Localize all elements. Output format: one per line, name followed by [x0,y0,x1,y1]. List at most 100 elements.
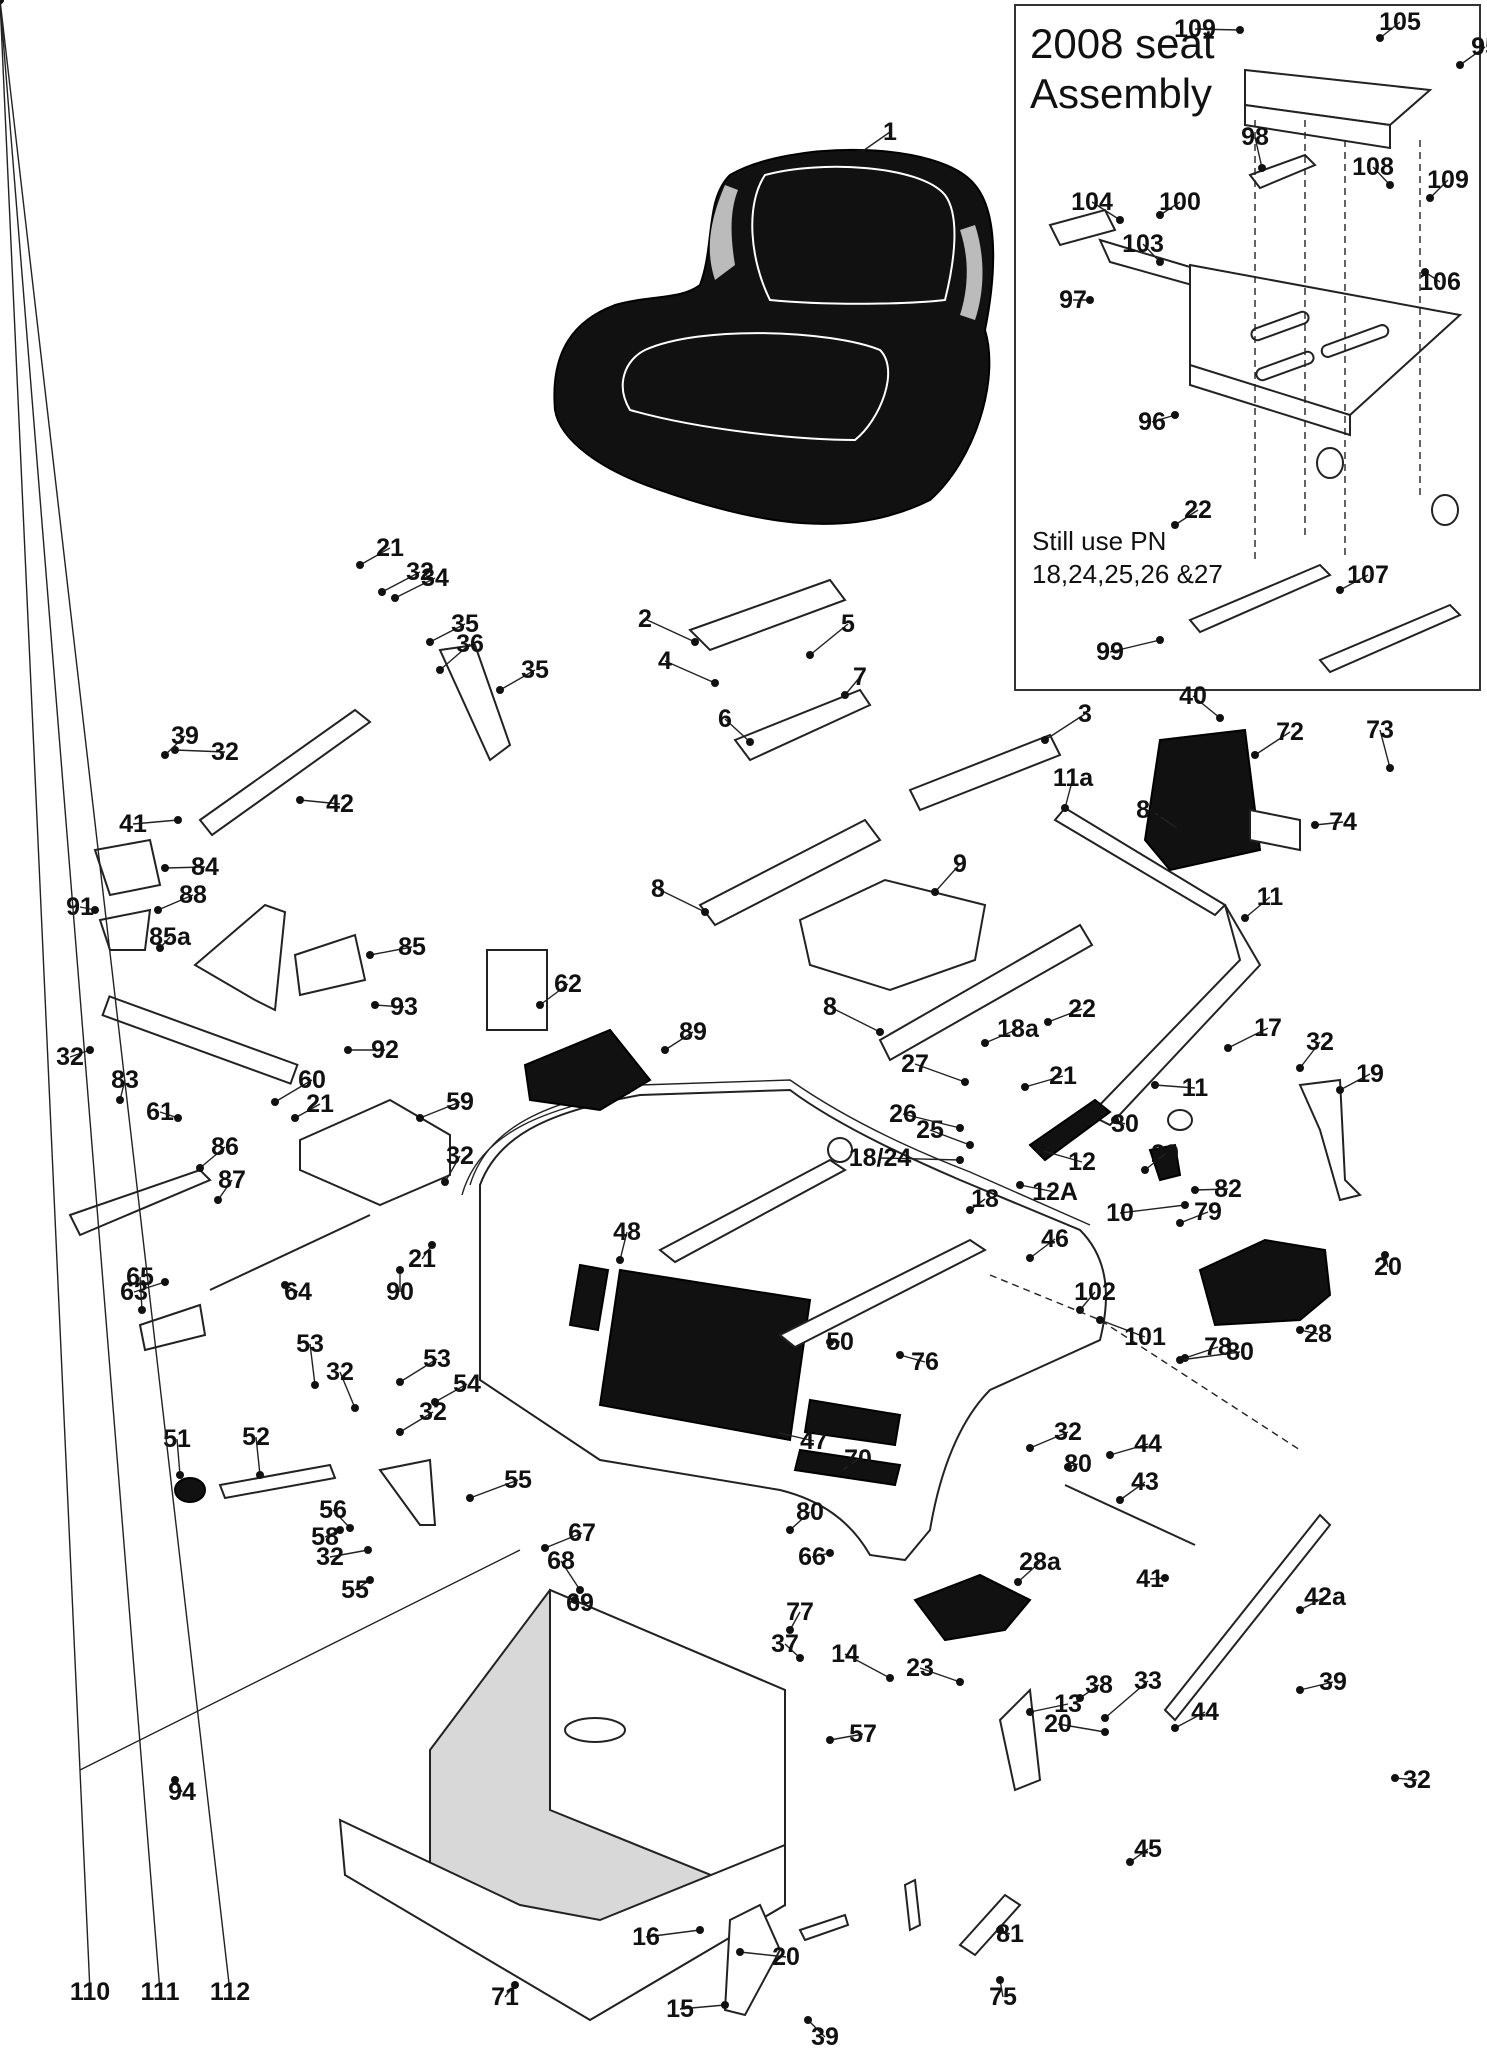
leader-line [1194,1188,1229,1191]
callout-27: 27 [901,1050,969,1086]
fuel-cap [1167,1109,1193,1131]
part-number-label: 79 [1194,1198,1222,1226]
part-number-label: 97 [1059,286,1087,314]
callout-11a: 11a [1053,764,1094,812]
lift-lever [1088,904,1262,1127]
callout-87: 87 [214,1166,246,1204]
part-number-label: 88 [179,881,207,909]
decal [568,1263,610,1332]
callout-60: 60 [271,1066,326,1106]
leader-dot [91,906,99,914]
tilt-lever-link [218,1463,337,1500]
leader-line [174,749,226,753]
leader-dot [496,686,504,694]
leader-line [332,1509,351,1529]
callout-75: 75 [989,1976,1017,2011]
leader-line [369,946,413,956]
part-number-label: 109 [1427,166,1469,194]
leader-line [1179,1211,1209,1224]
part-number-label: 41 [1136,1565,1164,1593]
callout-32: 32 [1296,1028,1334,1072]
leader-dot [1171,411,1179,419]
callout-93: 93 [371,993,418,1021]
part-number-label: 19 [1356,1060,1384,1088]
leader-dot [1386,764,1394,772]
callout-8: 8 [823,993,884,1036]
leader-dot [701,908,709,916]
seat-rail [1188,563,1332,634]
part-number-label: 104 [1071,188,1113,216]
part-number-label: 112 [210,1978,250,2006]
dump-bracket [138,1303,207,1352]
seat-slide-rail [878,923,1094,1062]
leader-dot [1381,1251,1389,1259]
leader-line [1372,166,1391,186]
leader-dot [426,638,434,646]
leader-line [645,1929,701,1938]
callout-32: 32 [171,738,239,766]
leader-line [439,643,471,671]
part-number-label: 21 [306,1090,334,1118]
callout-1: 1 [856,118,897,157]
leader-dot [696,1926,704,1934]
leader-dot [691,638,699,646]
leader-dot [396,1378,404,1386]
leader-dot [1181,1201,1189,1209]
part-number-label: 106 [1419,268,1461,296]
leader-line [139,1276,143,1311]
part-number-label: 80 [796,1498,824,1526]
leader-dot [541,1544,549,1552]
callout-91: 91 [66,893,99,921]
leader-dot [371,1001,379,1009]
callout-44: 44 [1171,1698,1219,1732]
leader-dot [1026,1444,1034,1452]
part-number-label: 41 [119,810,147,838]
part-number-label: 39 [171,722,199,750]
part-number-label: 107 [1347,561,1389,589]
leader-line [309,1343,316,1386]
seat-cushion [553,148,995,525]
leader-line [844,1653,891,1679]
leader-line [1109,639,1161,653]
cable [79,1549,521,1771]
leader-line [499,669,536,691]
callout-12a: 12A [1016,1178,1078,1206]
part-number-label: 94 [168,1778,196,1806]
leader-dot [416,1114,424,1122]
part-number-label: 54 [453,1370,481,1398]
part-number-label: 11 [1182,1074,1209,1102]
leader-line [1044,713,1086,741]
part-number-label: 39 [811,2023,839,2051]
leader-line [1029,1703,1069,1713]
part-number-label: 18a [997,1015,1040,1043]
leader-line [1244,896,1271,919]
leader-line [381,571,421,593]
decal [793,1448,902,1487]
part-number-label: 32 [1403,1766,1431,1794]
part-number-label: 85 [398,933,426,961]
leader-dot [931,888,939,896]
inset-title-line1: 2008 seat [1030,20,1215,67]
leader-line [807,2019,826,2038]
callout-35: 35 [426,610,479,646]
callout-18-24: 18/24 [849,1144,964,1172]
callout-41: 41 [119,810,182,838]
part-number-label: 84 [191,853,219,881]
leader-dot [1026,1254,1034,1262]
part-number-label: 32 [326,1358,354,1386]
part-number-label: 61 [146,1098,174,1126]
bracket-plate [1249,808,1301,852]
leader-dot [1224,1044,1232,1052]
callout-108: 108 [1352,153,1394,189]
callout-28a: 28a [1014,1548,1062,1586]
leader-dot [196,1164,204,1172]
part-number-label: 18/24 [849,1144,912,1172]
callout-79: 79 [1176,1198,1222,1227]
leader-dot [1141,1166,1149,1174]
part-number-label: 2 [638,605,652,633]
callout-15: 15 [666,1995,729,2023]
control-box [299,1098,451,1207]
leader-line [1194,28,1241,31]
leader-line [1299,1041,1321,1069]
leader-line [294,1103,321,1119]
